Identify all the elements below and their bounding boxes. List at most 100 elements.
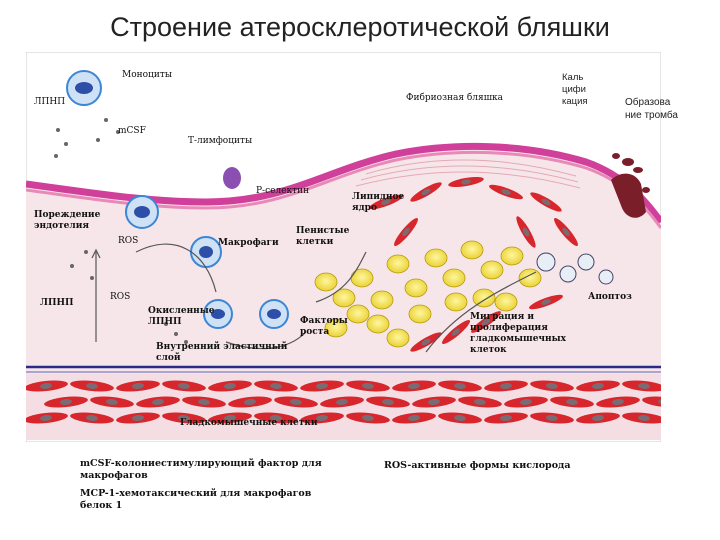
media-smooth-muscle-cell xyxy=(136,396,180,408)
lipid-cell xyxy=(346,304,370,324)
lipid-cell xyxy=(332,288,356,308)
media-smooth-muscle-cell xyxy=(530,412,574,424)
label-migration: Миграция и пролиферация гладкомышечных к… xyxy=(470,312,566,355)
monocyte-cell-2 xyxy=(125,195,159,229)
media-smooth-muscle-cell xyxy=(596,396,640,408)
media-smooth-muscle-cell xyxy=(320,396,364,408)
lipid-cell xyxy=(370,290,394,310)
media-smooth-muscle-cell xyxy=(228,396,272,408)
lipid-cell xyxy=(386,254,410,274)
legend-mcp: MCP-1-хемотаксический для макрофагов бел… xyxy=(80,488,312,511)
smooth-muscle-cell xyxy=(369,194,403,210)
label-oxidized-ldl: Окисленные ЛПНП xyxy=(148,306,215,327)
lipid-cell xyxy=(518,268,542,288)
media-smooth-muscle-cell xyxy=(438,412,482,424)
media-smooth-muscle-cell xyxy=(162,412,206,424)
label-calcification: Каль цифи кация xyxy=(562,72,588,107)
media-smooth-muscle-cell xyxy=(162,380,206,392)
lipid-cell xyxy=(460,240,484,260)
lipid-cell xyxy=(472,288,496,308)
media-smooth-muscle-cell xyxy=(412,396,456,408)
label-mcsf: mCSF xyxy=(118,126,146,136)
label-lipid-core: Липидное ядро xyxy=(352,192,405,213)
legend-mcsf: mCSF-колониестимулирующий фактор для мак… xyxy=(80,458,322,481)
slide-title: Строение атеросклеротической бляшки xyxy=(110,12,610,42)
media-smooth-muscle-cell xyxy=(116,412,160,424)
media-smooth-muscle-cell xyxy=(26,412,68,424)
media-smooth-muscle-cell xyxy=(26,380,68,392)
lipid-cell xyxy=(350,268,374,288)
media-smooth-muscle-cell xyxy=(208,412,252,424)
label-p-selectin: Р-селектин xyxy=(256,186,310,196)
media-smooth-muscle-cell xyxy=(254,380,298,392)
media-smooth-muscle-cell xyxy=(366,396,410,408)
smooth-muscle-cell xyxy=(529,294,563,310)
smooth-muscle-cell xyxy=(516,216,536,248)
media-smooth-muscle-cell xyxy=(392,412,436,424)
lipid-cell xyxy=(480,260,504,280)
label-ros-1: ROS xyxy=(118,236,139,246)
media-smooth-muscle-cell xyxy=(622,380,661,392)
label-smooth-muscle: Гладкомышечные клетки xyxy=(180,418,318,428)
media-smooth-muscle-cell xyxy=(484,380,528,392)
smooth-muscle-cell xyxy=(410,332,442,352)
media-smooth-muscle-cell xyxy=(622,412,661,424)
pathway-arrows xyxy=(91,243,537,353)
media-smooth-muscle-cell xyxy=(576,412,620,424)
lipid-cell xyxy=(386,328,410,348)
media-smooth-muscle-cell xyxy=(182,396,226,408)
label-t-lymphocytes: Т-лимфоциты xyxy=(188,136,253,146)
label-ldl-top: ЛПНП xyxy=(34,97,66,107)
media-smooth-muscle-cells xyxy=(26,380,661,424)
label-ldl-bottom: ЛПНП xyxy=(40,298,74,308)
media-smooth-muscle-cell xyxy=(458,396,502,408)
lipid-cell xyxy=(500,246,524,266)
lipid-core-cells xyxy=(314,240,542,348)
label-ros-2: ROS xyxy=(110,292,131,302)
macrophage-cell-1 xyxy=(203,299,233,329)
smooth-muscle-cell xyxy=(394,217,418,247)
thrombus xyxy=(611,153,650,218)
ldl-particles xyxy=(54,118,188,344)
fibrous-cap xyxy=(355,159,581,189)
lipid-cell xyxy=(442,268,466,288)
media-smooth-muscle-cell xyxy=(300,412,344,424)
label-thrombus: Образова ние тромба xyxy=(625,97,678,121)
label-monocytes: Моноциты xyxy=(122,70,172,80)
media-smooth-muscle-cell xyxy=(392,380,436,392)
media-smooth-muscle-cell xyxy=(254,412,298,424)
lipid-cell xyxy=(404,278,428,298)
media-smooth-muscle-cell xyxy=(550,396,594,408)
lipid-cell xyxy=(314,272,338,292)
label-fibrous-plaque: Фибриозная бляшка xyxy=(406,93,504,103)
smooth-muscle-cell xyxy=(441,320,471,344)
media-smooth-muscle-cell xyxy=(576,380,620,392)
lipid-cell xyxy=(494,292,518,312)
label-foam-cells: Пенистые клетки xyxy=(296,226,350,247)
media-smooth-muscle-cell xyxy=(530,380,574,392)
atherosclerotic-plaque-diagram xyxy=(26,52,661,442)
label-internal-elastic: Внутренний эластичный слой xyxy=(156,342,288,363)
media-smooth-muscle-cell xyxy=(642,396,661,408)
smooth-muscle-cell xyxy=(489,184,523,200)
media-smooth-muscle-cell xyxy=(116,380,160,392)
label-apoptosis: Апоптоз xyxy=(588,292,632,302)
media-smooth-muscle-cell xyxy=(208,380,252,392)
media-smooth-muscle-cell xyxy=(300,380,344,392)
smooth-muscle-cell xyxy=(554,217,578,247)
media-smooth-muscle-cell xyxy=(504,396,548,408)
monocyte-cell-3 xyxy=(190,236,222,268)
label-growth-factors: Факторы роста xyxy=(300,316,348,337)
lipid-cell xyxy=(444,292,468,312)
lipid-cell xyxy=(366,314,390,334)
lipid-cell xyxy=(324,318,348,338)
label-macrophages: Макрофаги xyxy=(218,238,279,248)
media-smooth-muscle-cell xyxy=(346,380,390,392)
smooth-muscle-cell xyxy=(448,176,484,188)
lipid-cell xyxy=(424,248,448,268)
media-smooth-muscle-cell xyxy=(274,396,318,408)
media-smooth-muscle-cell xyxy=(346,412,390,424)
smooth-muscle-cell xyxy=(471,311,501,333)
label-endothelium-damage: Пореждение эндотелия xyxy=(34,210,101,231)
t-lymphocyte-cell xyxy=(223,167,241,189)
